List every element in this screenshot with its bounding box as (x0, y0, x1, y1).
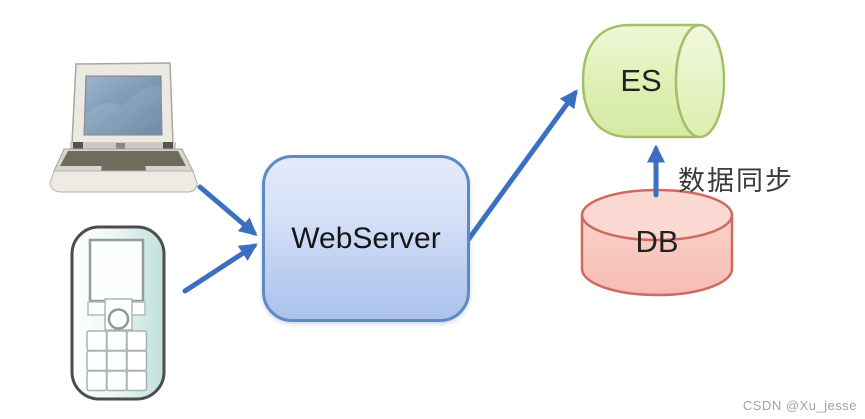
es-cylinder-cap (674, 23, 726, 139)
phone-nav-button (107, 308, 130, 330)
db-cylinder (580, 188, 734, 297)
laptop-icon (49, 62, 198, 193)
phone-screen (88, 238, 145, 303)
mobile-phone-icon (70, 225, 166, 401)
laptop-base (49, 170, 198, 193)
webserver-node: WebServer (262, 155, 470, 322)
es-cylinder (581, 23, 726, 139)
arrow-webserver-to-es (465, 89, 578, 243)
phone-keypad (86, 330, 148, 392)
laptop-keyboard (60, 151, 186, 166)
data-sync-edge-label: 数据同步 (678, 166, 794, 196)
csdn-watermark: CSDN @Xu_jesse (742, 398, 857, 413)
arrow-phone-to-webserver (182, 243, 258, 294)
laptop-screen (83, 75, 163, 136)
db-label: DB (635, 224, 679, 259)
arrow-laptop-to-webserver (197, 184, 258, 236)
es-label: ES (620, 63, 662, 98)
webserver-label: WebServer (291, 221, 441, 255)
